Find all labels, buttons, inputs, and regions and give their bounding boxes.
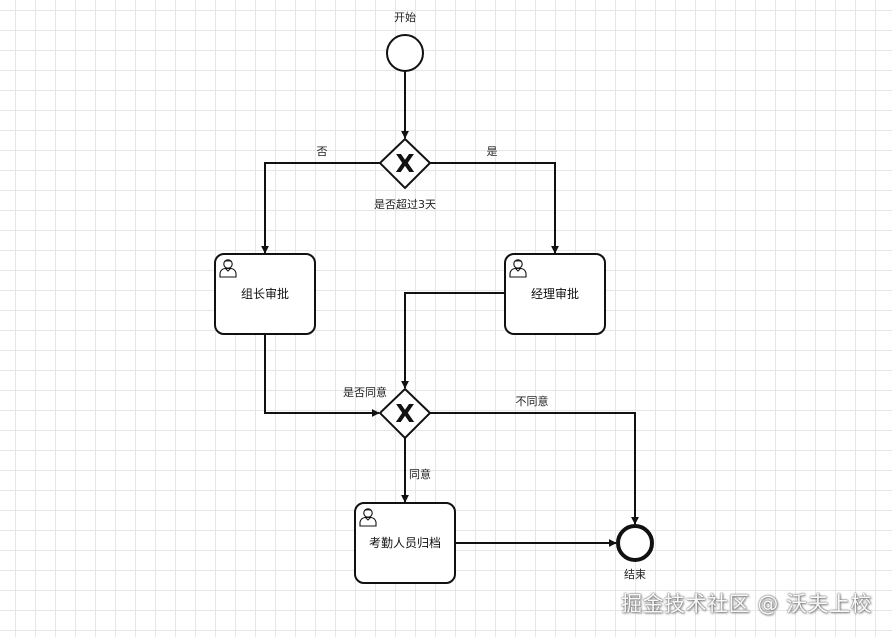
task-manager-approval[interactable]: 经理审批 xyxy=(504,253,606,335)
start-event[interactable] xyxy=(386,34,424,72)
task-leader-label: 组长审批 xyxy=(241,286,289,301)
flow-disagree-label: 不同意 xyxy=(516,394,549,408)
flow-no-label: 否 xyxy=(317,145,328,158)
task-attendance-label: 考勤人员归档 xyxy=(369,536,441,550)
sequence-flows xyxy=(261,71,639,547)
end-event-label: 结束 xyxy=(624,568,646,581)
task-attendance-archive[interactable]: 考勤人员归档 xyxy=(354,502,456,584)
flow-leader-to-approval-gateway[interactable] xyxy=(264,334,380,417)
gateway-duration[interactable]: X xyxy=(378,137,432,190)
gateway-approval[interactable]: X xyxy=(378,387,432,440)
flow-manager-to-approval-gateway[interactable] xyxy=(401,292,505,389)
task-manager-label: 经理审批 xyxy=(531,286,579,301)
flow-disagree-to-end[interactable] xyxy=(429,412,639,525)
flow-agree-label: 同意 xyxy=(409,467,431,481)
watermark-text: 掘金技术社区 @ 沃夫上校 xyxy=(621,592,872,616)
flow-yes-to-manager[interactable] xyxy=(429,162,559,254)
gateway-approval-marker: X xyxy=(395,399,414,428)
gateway-duration-marker: X xyxy=(395,149,414,178)
end-event[interactable] xyxy=(616,524,654,562)
flow-no-to-leader[interactable] xyxy=(261,162,381,254)
start-event-label: 开始 xyxy=(394,10,416,24)
flow-yes-label: 是 xyxy=(487,145,498,158)
task-leader-approval[interactable]: 组长审批 xyxy=(214,253,316,335)
gateway-approval-label: 是否同意 xyxy=(343,385,387,399)
gateway-duration-label: 是否超过3天 xyxy=(374,197,436,211)
